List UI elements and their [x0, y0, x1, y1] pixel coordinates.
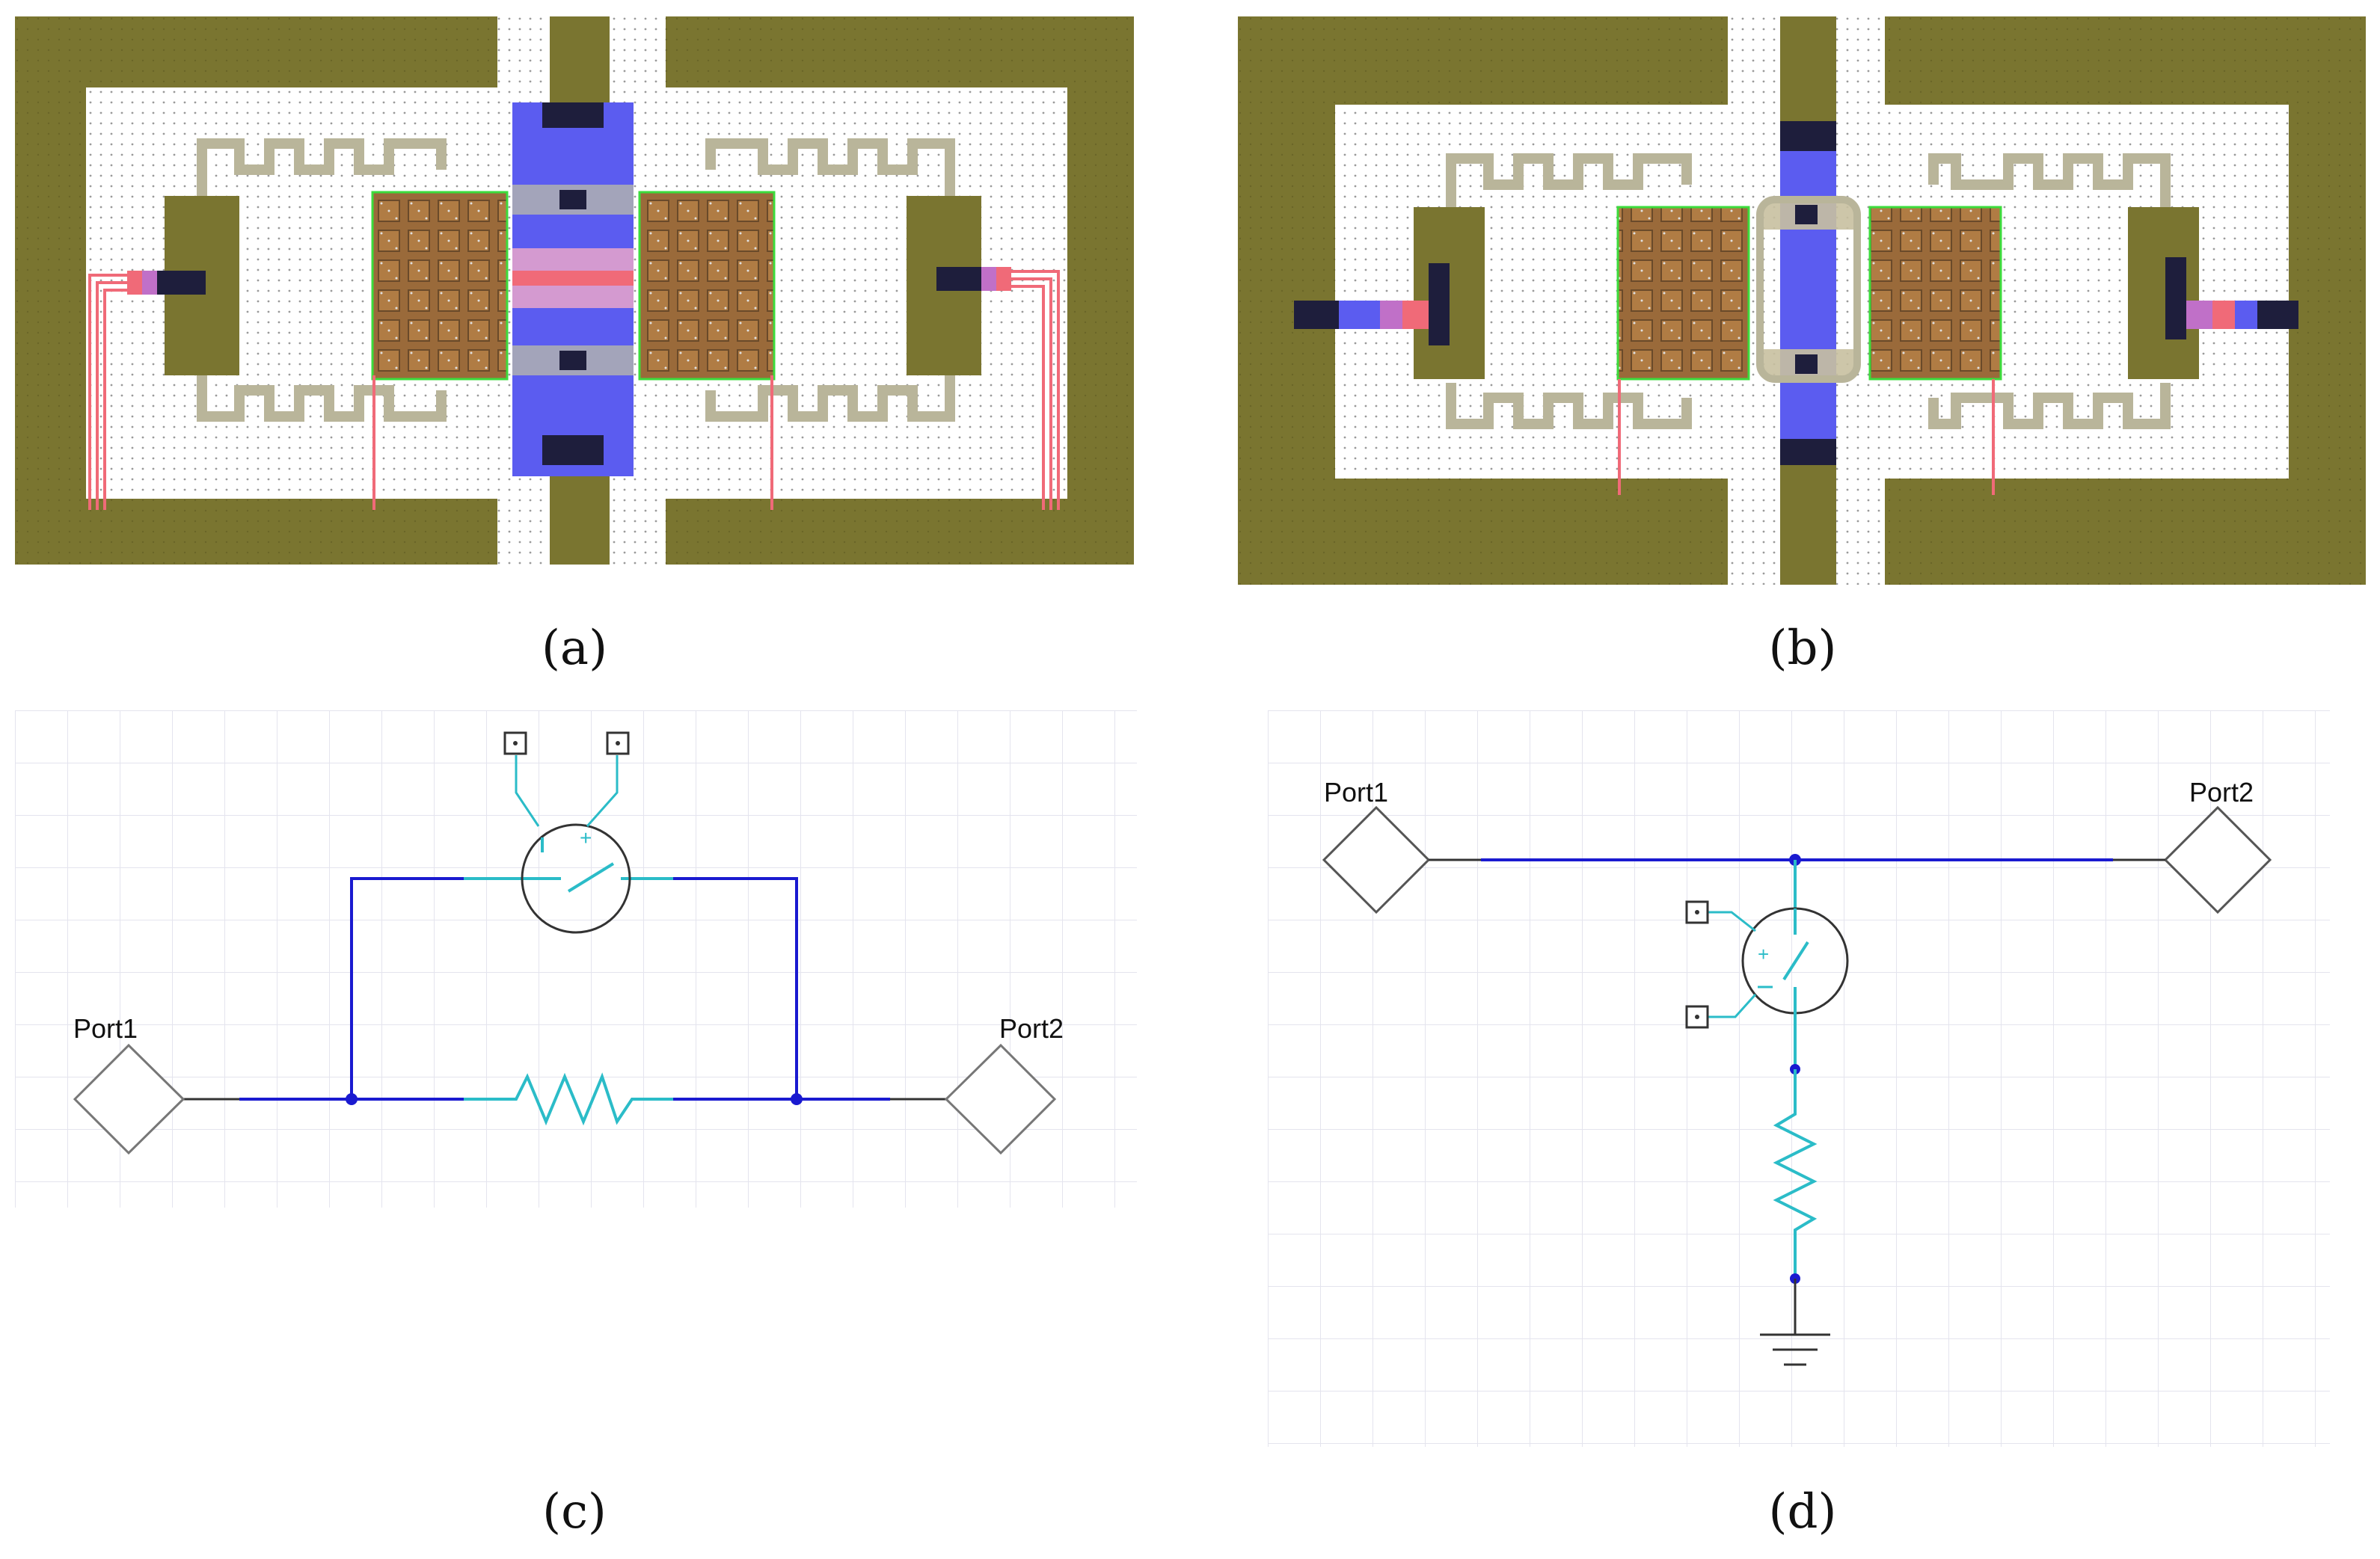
caption-b: (b) [1768, 621, 1837, 676]
port1-label: Port1 [1324, 777, 1388, 808]
via-array-right [638, 191, 776, 381]
via-array-right [1868, 206, 2002, 381]
port1-label: Port1 [73, 1013, 138, 1044]
bias-terminal [503, 731, 630, 755]
panel-d-schematic: Port1 Port2 + [1268, 710, 2330, 1454]
schematic-grid [1268, 710, 2330, 1447]
schematic-grid [15, 710, 1137, 1208]
mems-switch: + [464, 755, 673, 934]
resistor [1773, 1069, 1818, 1279]
junction-node [346, 1093, 358, 1105]
switch-plus-label: + [580, 826, 592, 849]
via-array-left [371, 191, 509, 381]
panel-a-layout [15, 16, 1134, 565]
caption-d: (d) [1768, 1484, 1837, 1540]
caption-a: (a) [541, 621, 608, 676]
port2-symbol: Port2 [944, 1013, 1064, 1155]
caption-c: (c) [542, 1484, 607, 1540]
port1-symbol: Port1 [1322, 777, 1431, 914]
meander-spring [1446, 153, 2171, 429]
port2-label: Port2 [999, 1013, 1064, 1044]
panel-c-schematic: + Port1 Port2 [15, 710, 1137, 1219]
actuation-pad-right [2128, 207, 2199, 379]
resistor [464, 1072, 673, 1126]
junction-node [791, 1093, 803, 1105]
switch-plus-label: + [1758, 943, 1769, 965]
mems-switch: + [1708, 860, 1849, 1018]
via-array-left [1616, 206, 1750, 381]
meander-spring [197, 138, 955, 422]
port1-symbol: Port1 [73, 1013, 185, 1155]
membrane [1780, 121, 1836, 465]
ground-symbol [1760, 1279, 1830, 1366]
port2-label: Port2 [2189, 777, 2254, 808]
panel-b-layout [1238, 16, 2366, 585]
port2-symbol: Port2 [2163, 777, 2272, 914]
